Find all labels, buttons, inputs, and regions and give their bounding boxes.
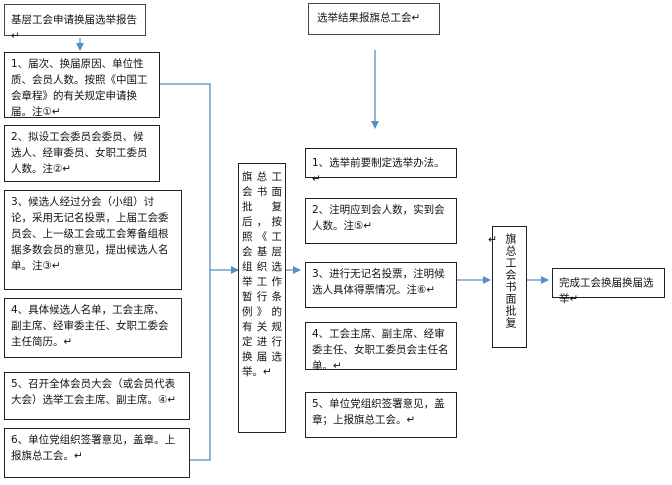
right-step-2: 2、注明应到会人数，实到会人数。注⑤↵ [305, 198, 457, 244]
left-step-3: 3、候选人经过分会（小组）讨论，采用无记名投票，上届工会委员会、上一级工会或工会… [4, 190, 182, 290]
left-step-4-text: 4、具体候选人名单，工会主席、副主席、经审委主任、女职工委会主任简历。↵ [11, 304, 169, 348]
approval-box: 旗总工会书面批复↵ [486, 226, 527, 348]
right-step-1-text: 1、选举前要制定选举办法。↵ [312, 157, 445, 185]
final-completion-text: 完成工会换届换届选举↵ [559, 277, 654, 305]
right-step-3-text: 3、进行无记名投票，注明候选人具体得票情况。注⑥↵ [312, 268, 445, 296]
right-step-2-text: 2、注明应到会人数，实到会人数。注⑤↵ [312, 204, 445, 232]
middle-approval-instruction-text: 旗总工会书面批复后，按照《工会基层组织选举工作暂行条例》的有关规定进行换届选举。… [242, 171, 282, 378]
right-step-4: 4、工会主席、副主席、经审委主任、女职工委员会主任名单。↵ [305, 322, 457, 372]
left-step-2-text: 2、拟设工会委员会委员、候选人、经审委员、女职工委员人数。注②↵ [11, 131, 148, 175]
middle-approval-instruction: 旗总工会书面批复后，按照《工会基层组织选举工作暂行条例》的有关规定进行换届选举。… [238, 163, 286, 433]
left-step-1: 1、届次、换届原因、单位性质、会员人数。按照《中国工会章程》的有关规定申请换届。… [4, 52, 160, 118]
header-result-report: 选举结果报旗总工会↵ [308, 3, 440, 35]
right-step-5: 5、单位党组织签署意见，盖章；上报旗总工会。↵ [305, 392, 457, 438]
right-step-5-text: 5、单位党组织签署意见，盖章；上报旗总工会。↵ [312, 398, 445, 426]
left-step-6-text: 6、单位党组织签署意见，盖章。上报旗总工会。↵ [11, 434, 176, 462]
header-apply-report: 基层工会申请换届选举报告↵ [4, 4, 146, 42]
right-step-4-text: 4、工会主席、副主席、经审委主任、女职工委员会主任名单。↵ [312, 328, 449, 372]
approval-box-text: 旗总工会书面批复↵ [486, 233, 517, 329]
left-bus-line [160, 83, 211, 461]
header-result-report-text: 选举结果报旗总工会↵ [317, 12, 421, 24]
left-step-2: 2、拟设工会委员会委员、候选人、经审委员、女职工委员人数。注②↵ [4, 125, 160, 182]
right-step-1: 1、选举前要制定选举办法。↵ [305, 148, 457, 185]
left-step-1-text: 1、届次、换届原因、单位性质、会员人数。按照《中国工会章程》的有关规定申请换届。… [11, 58, 148, 118]
right-step-3: 3、进行无记名投票，注明候选人具体得票情况。注⑥↵ [305, 262, 457, 308]
left-step-5: 5、召开全体会员大会（或会员代表大会）选举工会主席、副主席。④↵ [4, 372, 190, 420]
left-step-6: 6、单位党组织签署意见，盖章。上报旗总工会。↵ [4, 428, 190, 478]
left-step-3-text: 3、候选人经过分会（小组）讨论，采用无记名投票，上届工会委员会、上一级工会或工会… [11, 196, 169, 272]
final-completion-box: 完成工会换届换届选举↵ [552, 268, 665, 305]
left-step-5-text: 5、召开全体会员大会（或会员代表大会）选举工会主席、副主席。④↵ [11, 378, 177, 406]
left-step-4: 4、具体候选人名单，工会主席、副主席、经审委主任、女职工委会主任简历。↵ [4, 298, 182, 358]
header-apply-report-text: 基层工会申请换届选举报告↵ [11, 14, 137, 42]
